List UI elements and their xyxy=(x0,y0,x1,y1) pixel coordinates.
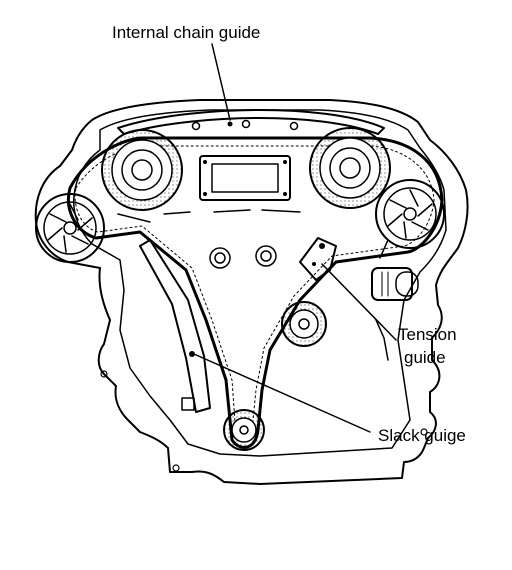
slack-guide-label: Slack guige xyxy=(378,426,466,445)
left-inner-sprocket xyxy=(101,129,183,211)
idler-bosses xyxy=(209,245,277,269)
tension-guide-label-line2: guide xyxy=(404,348,446,367)
internal-chain-guide-label: Internal chain guide xyxy=(112,23,260,42)
center-plate xyxy=(199,155,291,201)
cover-details xyxy=(100,209,428,472)
right-inner-sprocket xyxy=(309,127,391,209)
left-outer-sprocket xyxy=(35,193,105,263)
chain-tensioner xyxy=(371,267,419,301)
cover-inner-outline xyxy=(72,109,447,457)
slack-guide-part xyxy=(139,239,211,413)
middle-gear xyxy=(281,301,327,347)
tension-guide-leader xyxy=(321,263,397,341)
tension-guide-part xyxy=(299,237,337,281)
crank-sprocket xyxy=(223,409,265,451)
tension-guide-label-line1: Tension xyxy=(398,325,457,344)
internal-chain-guide-leader xyxy=(211,43,231,121)
right-outer-sprocket xyxy=(375,179,445,249)
internal-chain-guide xyxy=(117,109,385,135)
slack-guide-leader xyxy=(193,353,371,433)
